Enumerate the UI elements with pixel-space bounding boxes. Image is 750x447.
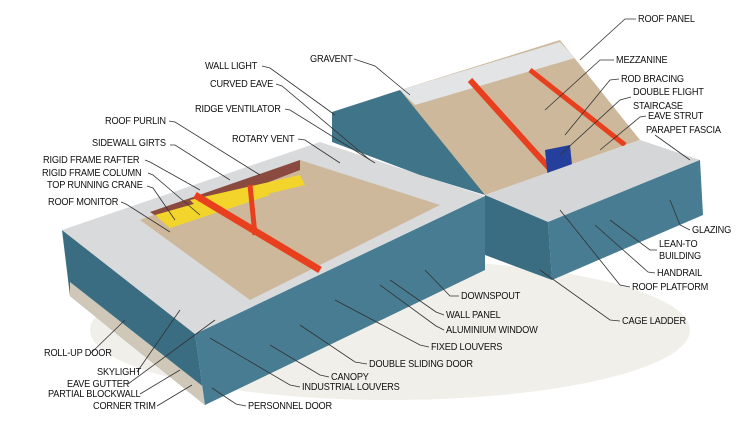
label-rod-bracing: ROD BRACING [621,74,684,85]
label-staircase: STAIRCASE [633,101,683,112]
label-roof-purlin: ROOF PURLIN [105,116,166,127]
label-eave-gutter: EAVE GUTTER [67,379,130,390]
label-skylight: SKYLIGHT [97,367,142,378]
label-building: BUILDING [659,251,701,262]
label-eave-strut: EAVE STRUT [648,111,704,122]
label-rigid-frame-column: RIGID FRAME COLUMN [42,168,142,179]
label-parapet-fascia: PARAPET FASCIA [646,125,721,136]
front-wall-panel [195,196,485,405]
label-personnel-door: PERSONNEL DOOR [248,401,332,412]
ridge-ventilator-roof [400,42,575,105]
label-top-running-crane: TOP RUNNING CRANE [47,180,143,191]
lean-to-wall [548,160,703,280]
lean-to-roof [485,140,700,222]
crane-girder [190,175,305,210]
label-sidewall-girts: SIDEWALL GIRTS [92,138,166,149]
label-fixed-louvers: FIXED LOUVERS [431,342,503,353]
label-double-sliding-door: DOUBLE SLIDING DOOR [369,359,473,370]
label-glazing: GLAZING [692,225,732,236]
label-corner-trim: CORNER TRIM [93,401,156,412]
label-wall-panel: WALL PANEL [446,310,501,321]
main-frame-rafter [467,77,563,183]
label-mezzanine: MEZZANINE [616,55,668,66]
label-aluminium-window: ALUMINIUM WINDOW [446,325,538,336]
label-curved-eave: CURVED EAVE [210,79,274,90]
label-double-flight: DOUBLE FLIGHT [633,87,704,98]
label-roof-monitor: ROOF MONITOR [48,197,119,208]
label-wall-light: WALL LIGHT [205,61,258,72]
label-cage-ladder: CAGE LADDER [622,316,686,327]
label-lean-to: LEAN-TO [659,239,698,250]
leader-lines [90,18,691,407]
partial-blockwall [70,282,205,405]
frame-rafter-2 [528,68,627,147]
label-partial-blockwall: PARTIAL BLOCKWALL [48,389,141,400]
gable-wall [332,90,485,195]
label-canopy: CANOPY [331,372,369,383]
rigid-frame-rafter [193,191,322,274]
label-ridge-ventilator: RIDGE VENTILATOR [195,104,281,115]
label-downspout: DOWNSPOUT [461,291,521,302]
rigid-frame-column [247,184,258,236]
label-roll-up-door: ROLL-UP DOOR [44,348,112,359]
label-rigid-frame-rafter: RIGID FRAME RAFTER [43,155,140,166]
label-rotary-vent: ROTARY VENT [232,134,295,145]
label-industrial-louvers: INDUSTRIAL LOUVERS [302,382,400,393]
lean-to-side-wall [485,195,552,280]
label-roof-platform: ROOF PLATFORM [632,282,709,293]
label-gravent: GRAVENT [310,54,353,65]
label-roof-panel: ROOF PANEL [638,14,695,25]
label-handrail: HANDRAIL [657,268,703,279]
